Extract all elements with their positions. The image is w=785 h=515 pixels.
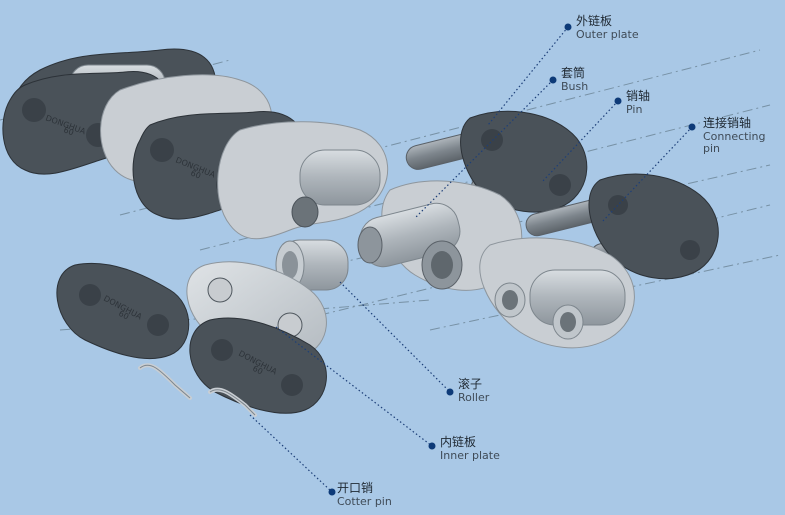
label-bush-en: Bush xyxy=(561,79,589,93)
leader-lines xyxy=(249,26,693,493)
label-pin: 销轴 Pin xyxy=(626,89,651,116)
loose-outer-plate: DONGHUA 60 xyxy=(56,262,190,359)
plate-marking-size: 60 xyxy=(62,125,75,137)
label-pin-en: Pin xyxy=(626,102,643,116)
label-outer-plate-zh: 外链板 xyxy=(576,14,613,28)
label-cotter-pin-zh: 开口销 xyxy=(337,481,374,495)
label-bush: 套筒 Bush xyxy=(561,66,589,93)
label-bush-zh: 套筒 xyxy=(561,66,586,80)
label-connecting-pin-en: Connecting pin xyxy=(703,129,766,156)
label-inner-plate-en: Inner plate xyxy=(440,448,500,462)
label-outer-plate: 外链板 Outer plate xyxy=(576,14,639,41)
label-roller: 滚子 Roller xyxy=(458,377,490,404)
label-outer-plate-en: Outer plate xyxy=(576,27,639,41)
label-roller-en: Roller xyxy=(458,390,490,404)
label-roller-zh: 滚子 xyxy=(458,377,483,391)
cotter-pins xyxy=(138,363,257,417)
label-connecting-pin: 连接销轴 Connecting pin xyxy=(703,116,785,156)
label-cotter-pin-en: Cotter pin xyxy=(337,494,392,508)
label-inner-plate-zh: 内链板 xyxy=(440,435,477,449)
label-pin-zh: 销轴 xyxy=(626,89,651,103)
assembled-chain-left: DONGHUA 60 DONGHUA 60 xyxy=(2,48,389,240)
connecting-link xyxy=(479,173,719,349)
label-connecting-pin-zh: 连接销轴 xyxy=(703,116,752,130)
label-cotter-pin: 开口销 Cotter pin xyxy=(337,481,392,508)
plate-marking-size-4: 60 xyxy=(251,364,264,377)
plate-marking-size-3: 60 xyxy=(117,309,130,322)
leader-dots xyxy=(328,23,696,496)
label-inner-plate: 内链板 Inner plate xyxy=(440,435,500,462)
outer-plate-with-pins xyxy=(405,110,588,213)
plate-marking-size-2: 60 xyxy=(189,169,202,181)
